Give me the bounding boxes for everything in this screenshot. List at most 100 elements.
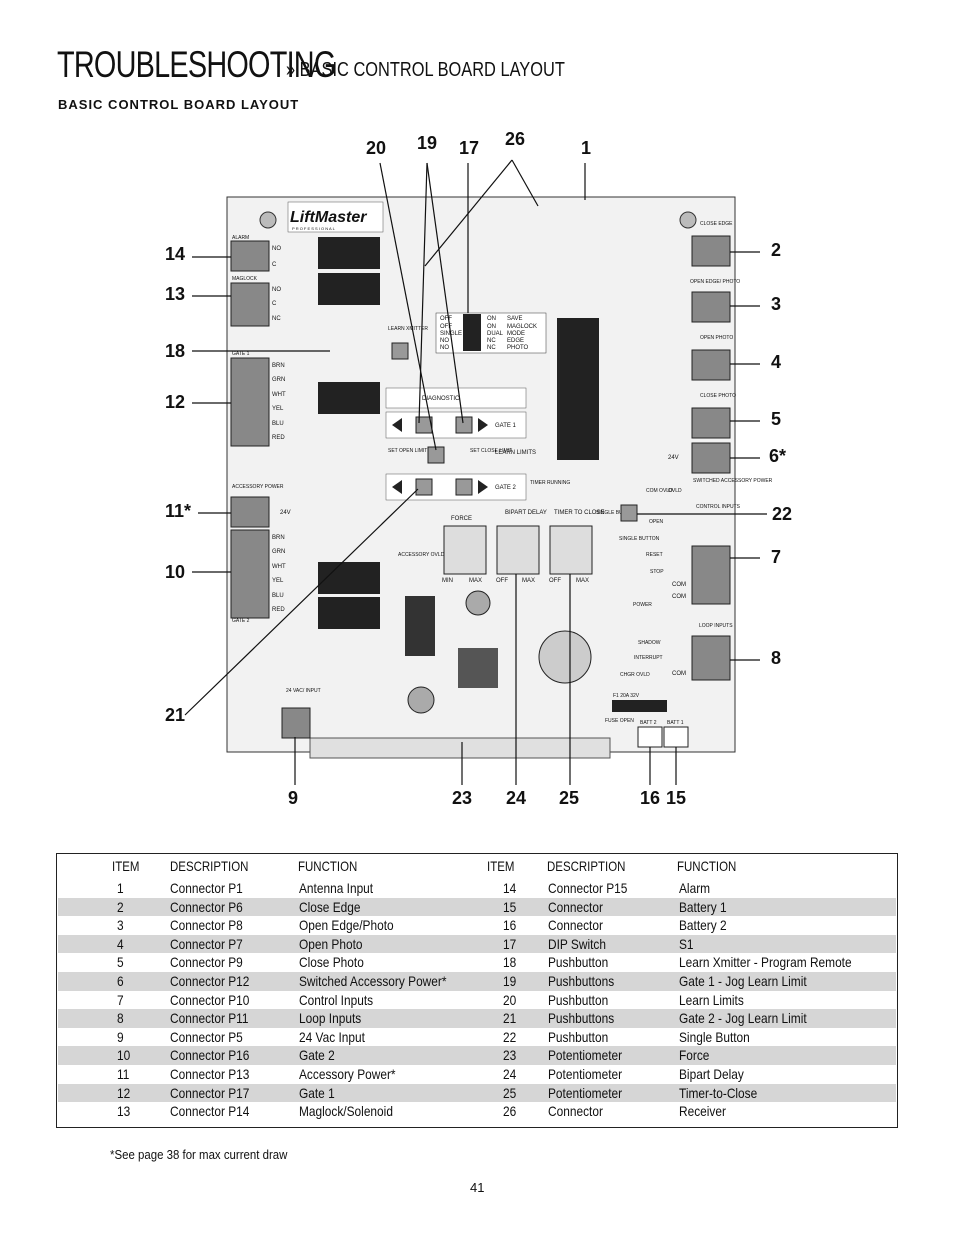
svg-text:YEL: YEL [272, 578, 284, 584]
col-header-function: FUNCTION [298, 858, 358, 874]
svg-text:NO: NO [440, 345, 449, 351]
callout-13: 13 [165, 284, 186, 304]
svg-text:C: C [272, 301, 277, 307]
table-cell: Alarm [679, 880, 711, 896]
table-cell: 3 [117, 917, 124, 934]
callout-19: 19 [417, 133, 438, 153]
table-cell: Close Edge [299, 898, 361, 915]
svg-text:ON: ON [487, 316, 496, 322]
svg-text:GATE 1: GATE 1 [232, 351, 250, 357]
table-cell: Pushbuttons [548, 1010, 615, 1027]
callout-16: 16 [640, 788, 661, 808]
table-cell: Potentiometer [548, 1084, 623, 1101]
svg-text:OFF: OFF [440, 324, 452, 330]
svg-text:WHT: WHT [272, 392, 286, 398]
table-cell: Pushbutton [548, 1028, 609, 1045]
svg-text:C: C [272, 262, 277, 268]
svg-text:SWITCHED ACCESSORY POWER: SWITCHED ACCESSORY POWER [693, 478, 773, 484]
table-cell: Gate 2 - Jog Learn Limit [679, 1010, 807, 1027]
svg-text:MODE: MODE [507, 331, 525, 337]
svg-text:STOP: STOP [650, 569, 664, 575]
table-cell: 12 [117, 1084, 131, 1101]
table-cell: 10 [117, 1047, 131, 1064]
svg-text:BLU: BLU [272, 593, 284, 599]
page-title: TROUBLESHOOTING [57, 44, 336, 85]
svg-text:MAX: MAX [576, 578, 589, 584]
table-cell: 5 [117, 954, 124, 971]
table-cell: Connector [548, 898, 603, 915]
table-cell: Battery 1 [679, 898, 727, 915]
table-cell: 7 [117, 991, 124, 1008]
col-header-item-2: ITEM [487, 858, 515, 874]
svg-text:OPEN PHOTO: OPEN PHOTO [700, 335, 733, 341]
svg-text:ACCESSORY POWER: ACCESSORY POWER [232, 484, 284, 490]
svg-text:OPEN: OPEN [649, 519, 664, 525]
col-header-description-2: DESCRIPTION [547, 858, 626, 874]
table-cell: Connector P14 [170, 1103, 250, 1120]
table-cell: Bipart Delay [679, 1066, 744, 1082]
col-header-function-2: FUNCTION [677, 858, 737, 874]
table-cell: Timer-to-Close [679, 1084, 758, 1101]
svg-text:DUAL: DUAL [487, 331, 504, 337]
svg-text:MIN: MIN [442, 578, 453, 584]
svg-text:BRN: BRN [272, 535, 285, 541]
svg-text:COM: COM [672, 594, 686, 600]
table-cell: 23 [503, 1047, 517, 1064]
table-cell: 16 [503, 917, 517, 934]
table-cell: Connector [548, 917, 603, 934]
svg-text:RESET: RESET [646, 552, 663, 558]
callout-14: 14 [165, 244, 186, 264]
svg-text:ACCESSORY OVLD: ACCESSORY OVLD [398, 552, 445, 558]
callout-10: 10 [165, 562, 186, 582]
svg-text:OFF: OFF [549, 578, 561, 584]
svg-text:MAX: MAX [469, 578, 482, 584]
callout-18: 18 [165, 341, 186, 361]
svg-text:WHT: WHT [272, 564, 286, 570]
svg-text:LEARN LIMITS: LEARN LIMITS [495, 450, 536, 456]
callout-15: 15 [666, 788, 687, 808]
table-cell: 20 [503, 991, 517, 1008]
page-subtitle: » BASIC CONTROL BOARD LAYOUT [286, 59, 565, 81]
callout-7: 7 [771, 547, 782, 567]
table-cell: 22 [503, 1028, 517, 1045]
svg-text:24V: 24V [280, 510, 291, 516]
svg-text:GATE 1: GATE 1 [495, 423, 517, 429]
callout-9: 9 [288, 788, 299, 808]
svg-text:COM OVLD: COM OVLD [646, 488, 673, 494]
table-cell: Connector P5 [170, 1028, 243, 1045]
control-board-diagram: LiftMaster P R O F E S S I O N A L ALARM… [184, 159, 773, 785]
table-cell: Single Button [679, 1028, 750, 1045]
svg-text:BATT 2: BATT 2 [640, 720, 657, 726]
table-cell: 17 [503, 935, 517, 952]
table-cell: Control Inputs [299, 991, 374, 1008]
table-cell: 6 [117, 973, 124, 989]
table-cell: 1 [117, 880, 124, 896]
svg-text:TIMER TO CLOSE: TIMER TO CLOSE [554, 510, 604, 516]
svg-text:OFF: OFF [496, 578, 508, 584]
svg-text:GATE 2: GATE 2 [232, 618, 250, 624]
svg-text:24 VAC/ INPUT: 24 VAC/ INPUT [286, 688, 321, 694]
parts-table: ITEM DESCRIPTION FUNCTION ITEM DESCRIPTI… [56, 853, 898, 1128]
svg-text:BATT 1: BATT 1 [667, 720, 684, 726]
svg-text:CLOSE EDGE: CLOSE EDGE [700, 221, 733, 227]
svg-text:ON: ON [487, 324, 496, 330]
table-cell: Potentiometer [548, 1047, 623, 1064]
svg-text:BRN: BRN [272, 363, 285, 369]
table-cell: Accessory Power* [299, 1066, 396, 1082]
table-cell: Pushbutton [548, 991, 609, 1008]
table-cell: Learn Xmitter - Program Remote [679, 954, 852, 971]
svg-text:MAX: MAX [522, 578, 535, 584]
svg-text:GRN: GRN [272, 377, 285, 383]
table-cell: 13 [117, 1103, 131, 1120]
svg-text:OPEN EDGE/ PHOTO: OPEN EDGE/ PHOTO [690, 279, 740, 285]
table-cell: 9 [117, 1028, 124, 1045]
callout-11: 11* [165, 501, 192, 521]
svg-text:COM: COM [672, 582, 686, 588]
svg-text:BIPART DELAY: BIPART DELAY [505, 510, 547, 516]
